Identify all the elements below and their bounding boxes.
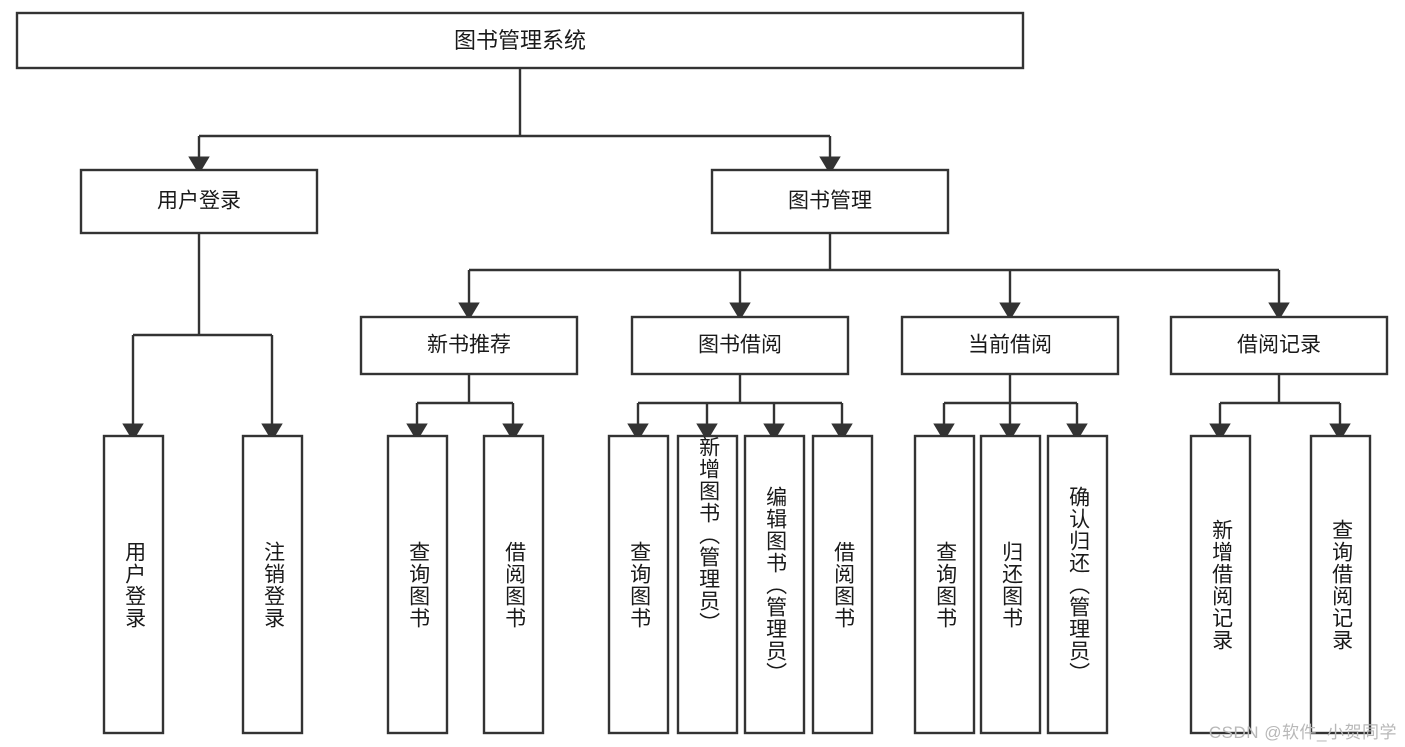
connector-group-new-book [406, 374, 524, 442]
leaf-box-borrow-record-1[interactable] [1189, 434, 1252, 735]
connector-group-book-manage [458, 233, 1290, 321]
leaf-box-new-book-2[interactable] [482, 434, 545, 735]
leaf-box-current-borrow-2[interactable] [979, 434, 1042, 735]
node-root-label: 图书管理系统 [454, 28, 586, 53]
leaf-box-book-borrow-2[interactable] [676, 434, 739, 735]
node-borrow-record-box [1169, 315, 1389, 376]
node-user-login-label: 用户登录 [157, 190, 241, 213]
node-current-borrow-label: 当前借阅 [968, 334, 1052, 357]
leaf-label-user-login-1: 用户登录 [122, 540, 146, 629]
leaf-box-user-login-1[interactable] [102, 434, 165, 735]
node-user-login-box [79, 168, 319, 235]
leaf-box-current-borrow-3[interactable] [1046, 434, 1109, 735]
leaf-box-new-book-1[interactable] [386, 434, 449, 735]
node-borrow-record-label: 借阅记录 [1237, 334, 1321, 357]
node-new-book-recommend-box [359, 315, 579, 376]
leaf-label-book-borrow-1: 查询图书 [627, 540, 651, 629]
node-current-borrow-box [900, 315, 1120, 376]
node-new-book-recommend[interactable]: 新书推荐 [359, 315, 579, 376]
leaf-label-current-borrow-1: 查询图书 [933, 540, 957, 629]
leaf-label-book-borrow-3: 编辑图书（管理员） [763, 485, 787, 684]
node-root-book-management-system[interactable]: 图书管理系统 [15, 11, 1025, 70]
leaf-label-new-book-2: 借阅图书 [502, 540, 526, 629]
node-borrow-record[interactable]: 借阅记录 [1169, 315, 1389, 376]
leaf-label-borrow-record-2: 查询借阅记录 [1329, 518, 1353, 651]
leaf-label-book-borrow-4: 借阅图书 [831, 540, 855, 629]
connector-group-root [188, 68, 841, 175]
leaf-label-current-borrow-3: 确认归还（管理员） [1066, 485, 1090, 684]
connector-group-borrow-record [1209, 374, 1351, 442]
leaf-box-book-borrow-4[interactable] [811, 434, 874, 735]
node-book-borrow-label: 图书借阅 [698, 334, 782, 357]
leaf-box-borrow-record-2[interactable] [1309, 434, 1372, 735]
leaf-box-book-borrow-3[interactable] [743, 434, 806, 735]
node-book-management-label: 图书管理 [788, 190, 872, 213]
node-root-box [15, 11, 1025, 70]
node-book-borrow-box [630, 315, 850, 376]
connector-group-current-borrow [933, 374, 1088, 442]
node-book-management-box [710, 168, 950, 235]
leaf-boxes-group [102, 434, 1372, 735]
node-new-book-recommend-label: 新书推荐 [427, 334, 511, 357]
watermark-text: CSDN @软件_小贺同学 [1208, 723, 1397, 742]
leaf-label-user-login-2: 注销登录 [261, 540, 285, 629]
leaf-box-book-borrow-1[interactable] [607, 434, 670, 735]
connector-group-book-borrow [627, 374, 853, 442]
leaf-label-new-book-1: 查询图书 [406, 540, 430, 629]
leaf-box-current-borrow-1[interactable] [913, 434, 976, 735]
node-book-management[interactable]: 图书管理 [710, 168, 950, 235]
leaf-box-user-login-2[interactable] [241, 434, 304, 735]
leaf-label-current-borrow-2: 归还图书 [999, 540, 1023, 629]
node-current-borrow[interactable]: 当前借阅 [900, 315, 1120, 376]
leaf-label-book-borrow-2: 新增图书（管理员） [696, 436, 720, 634]
node-book-borrow[interactable]: 图书借阅 [630, 315, 850, 376]
node-user-login[interactable]: 用户登录 [79, 168, 319, 235]
leaf-label-borrow-record-1: 新增借阅记录 [1209, 518, 1233, 651]
connector-group-user-login [122, 233, 283, 442]
